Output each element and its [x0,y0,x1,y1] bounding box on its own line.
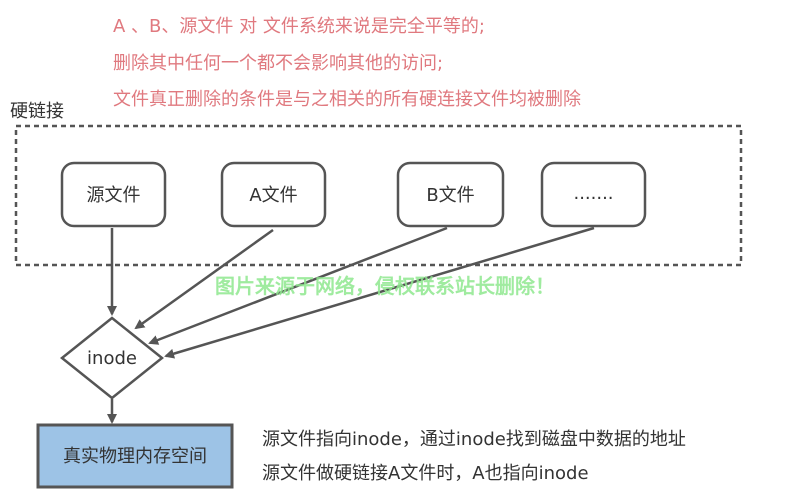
storage-box: 真实物理内存空间 [36,423,234,489]
watermark: 图片来源于网络，侵权联系站长删除！ [215,274,555,298]
arrow-a-to-inode [134,228,274,330]
file-a: A文件 [220,161,327,228]
hard-link-group-box [14,124,743,267]
file-b: B文件 [396,161,505,228]
note-line-1: A 、B、源文件 对 文件系统来说是完全平等的; [113,16,485,37]
arrow-b-to-inode [148,226,448,345]
file-a-label: A文件 [249,185,297,206]
file-more-label: ....... [573,183,613,204]
note-line-2: 删除其中任何一个都不会影响其他的访问; [113,53,443,74]
description-line-1: 源文件指向inode，通过inode找到磁盘中数据的地址 [262,429,686,450]
hard-link-group-label: 硬链接 [10,101,64,122]
note-line-3: 文件真正删除的条件是与之相关的所有硬连接文件均被删除 [113,89,581,110]
inode-diamond: inode [59,316,165,400]
description-line-2: 源文件做硬链接A文件时，A也指向inode [262,463,589,484]
inode-label: inode [87,348,137,369]
arrow-more-to-inode [164,226,595,359]
file-b-label: B文件 [426,185,474,206]
file-source-label: 源文件 [87,185,141,206]
storage-label: 真实物理内存空间 [63,446,207,467]
file-source: 源文件 [60,161,167,228]
file-more: ....... [540,161,647,228]
